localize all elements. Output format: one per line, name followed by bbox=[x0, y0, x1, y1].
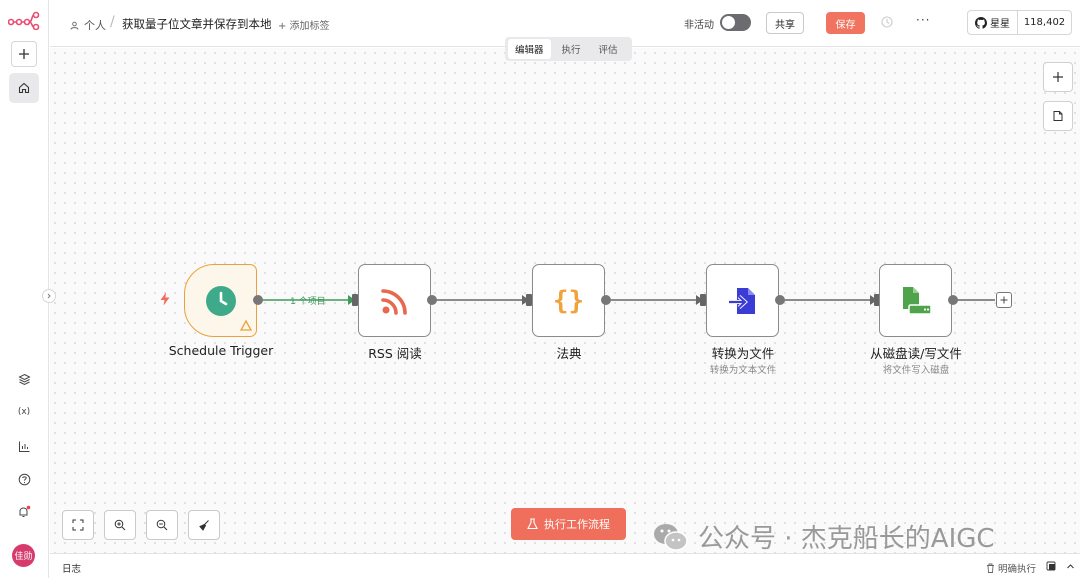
clear-execution-button[interactable]: 明确执行 bbox=[986, 561, 1036, 575]
sidebar-item-help[interactable] bbox=[14, 469, 34, 489]
tab-editor[interactable]: 编辑器 bbox=[508, 39, 551, 59]
bell-icon bbox=[19, 505, 31, 517]
disk-file-icon bbox=[902, 286, 932, 315]
wechat-icon bbox=[654, 523, 688, 551]
flask-icon bbox=[527, 518, 538, 530]
owner-label: 个人 bbox=[84, 19, 106, 32]
share-button[interactable]: 共享 bbox=[766, 12, 804, 34]
sidebar-item-templates[interactable] bbox=[14, 369, 34, 389]
breadcrumb-separator: / bbox=[110, 14, 115, 30]
chevron-up-icon[interactable] bbox=[1066, 562, 1075, 571]
create-button[interactable] bbox=[11, 41, 37, 67]
execute-workflow-label: 执行工作流程 bbox=[544, 518, 610, 531]
node-label: RSS 阅读 bbox=[368, 346, 422, 361]
tab-evaluations[interactable]: 评估 bbox=[598, 45, 618, 56]
node-read-write-disk[interactable] bbox=[879, 264, 952, 337]
broom-icon bbox=[199, 520, 209, 531]
fit-view-button[interactable] bbox=[62, 510, 94, 540]
sidebar-item-home[interactable] bbox=[9, 73, 39, 103]
log-panel-controls bbox=[1046, 561, 1075, 571]
chevron-right-icon bbox=[47, 293, 51, 299]
sidebar-item-insights[interactable] bbox=[14, 436, 34, 456]
plus-icon bbox=[1000, 296, 1008, 304]
sidebar-collapse-button[interactable] bbox=[42, 289, 56, 303]
variables-icon: (x) bbox=[17, 407, 31, 417]
help-icon bbox=[18, 473, 30, 485]
watermark-text: 公众号 · 杰克船长的AIGC bbox=[698, 524, 995, 554]
zoom-in-button[interactable] bbox=[104, 510, 136, 540]
plus-icon bbox=[1053, 72, 1063, 82]
output-port[interactable] bbox=[601, 295, 611, 305]
breadcrumb-owner[interactable]: 个人 bbox=[70, 17, 106, 33]
node-code[interactable]: {} bbox=[532, 264, 605, 337]
node-sublabel: 转换为文本文件 bbox=[709, 365, 777, 376]
output-port[interactable] bbox=[253, 295, 263, 305]
node-label: 法典 bbox=[556, 346, 582, 361]
output-port[interactable] bbox=[775, 295, 785, 305]
save-button[interactable]: 保存 bbox=[826, 12, 865, 34]
file-import-icon bbox=[728, 287, 755, 314]
connection-items-label: 1 个项目 bbox=[290, 297, 326, 307]
input-port[interactable] bbox=[700, 294, 706, 306]
pop-out-icon[interactable] bbox=[1046, 561, 1056, 571]
github-star-label: 星星 bbox=[990, 19, 1010, 30]
trash-icon bbox=[987, 563, 994, 573]
node-sublabel: 将文件写入磁盘 bbox=[882, 365, 950, 376]
more-options-icon[interactable]: ··· bbox=[916, 13, 931, 27]
clock-icon bbox=[205, 285, 236, 316]
add-sticky-note-button[interactable] bbox=[1043, 101, 1073, 131]
bar-chart-icon bbox=[18, 441, 29, 452]
layers-icon bbox=[17, 373, 31, 385]
github-icon bbox=[975, 16, 987, 29]
sidebar-item-notifications[interactable] bbox=[14, 502, 34, 522]
code-braces-icon: {} bbox=[552, 285, 585, 316]
node-schedule-trigger[interactable] bbox=[184, 264, 257, 337]
n8n-logo[interactable] bbox=[8, 10, 40, 30]
lightning-icon bbox=[160, 292, 170, 306]
log-panel-bar[interactable]: 日志 明确执行 bbox=[50, 553, 1080, 578]
tidy-up-button[interactable] bbox=[188, 510, 220, 540]
fullscreen-icon bbox=[72, 519, 84, 531]
home-icon bbox=[18, 82, 30, 94]
github-star-count: 118,402 bbox=[1023, 17, 1066, 28]
node-convert-to-file[interactable] bbox=[706, 264, 779, 337]
input-port[interactable] bbox=[352, 294, 358, 306]
add-next-node-button[interactable] bbox=[996, 292, 1012, 308]
view-tabs: 编辑器 执行 评估 bbox=[505, 37, 632, 61]
history-icon[interactable] bbox=[880, 15, 894, 29]
watermark: 公众号 · 杰克船长的AIGC bbox=[652, 518, 995, 555]
clear-execution-label: 明确执行 bbox=[998, 564, 1037, 575]
node-label: 从磁盘读/写文件 bbox=[870, 346, 962, 361]
rss-icon bbox=[380, 288, 407, 315]
left-sidebar: (x) 佳勋 bbox=[0, 0, 49, 578]
avatar[interactable]: 佳勋 bbox=[12, 544, 35, 567]
sidebar-item-variables[interactable]: (x) bbox=[14, 402, 34, 422]
zoom-out-button[interactable] bbox=[146, 510, 178, 540]
output-port[interactable] bbox=[948, 295, 958, 305]
log-label: 日志 bbox=[62, 564, 82, 575]
execute-workflow-button[interactable]: 执行工作流程 bbox=[511, 508, 626, 540]
input-port[interactable] bbox=[874, 294, 880, 306]
active-status-label: 非活动 bbox=[684, 20, 714, 31]
warning-icon bbox=[240, 320, 252, 331]
zoom-out-icon bbox=[156, 519, 168, 531]
github-star-button[interactable]: 星星 118,402 bbox=[967, 10, 1072, 35]
input-port[interactable] bbox=[526, 294, 532, 306]
plus-icon bbox=[19, 49, 29, 59]
node-label: Schedule Trigger bbox=[168, 343, 274, 358]
tab-executions[interactable]: 执行 bbox=[561, 45, 581, 56]
node-label: 转换为文件 bbox=[711, 346, 775, 361]
node-rss-read[interactable] bbox=[358, 264, 431, 337]
add-tag-button[interactable]: + 添加标签 bbox=[278, 21, 330, 32]
output-port[interactable] bbox=[427, 295, 437, 305]
sticky-note-icon bbox=[1053, 111, 1063, 121]
workflow-title[interactable]: 获取量子位文章并保存到本地 bbox=[122, 17, 272, 31]
zoom-in-icon bbox=[114, 519, 126, 531]
active-toggle[interactable] bbox=[720, 14, 751, 31]
add-node-button[interactable] bbox=[1043, 62, 1073, 92]
user-icon bbox=[70, 21, 79, 30]
